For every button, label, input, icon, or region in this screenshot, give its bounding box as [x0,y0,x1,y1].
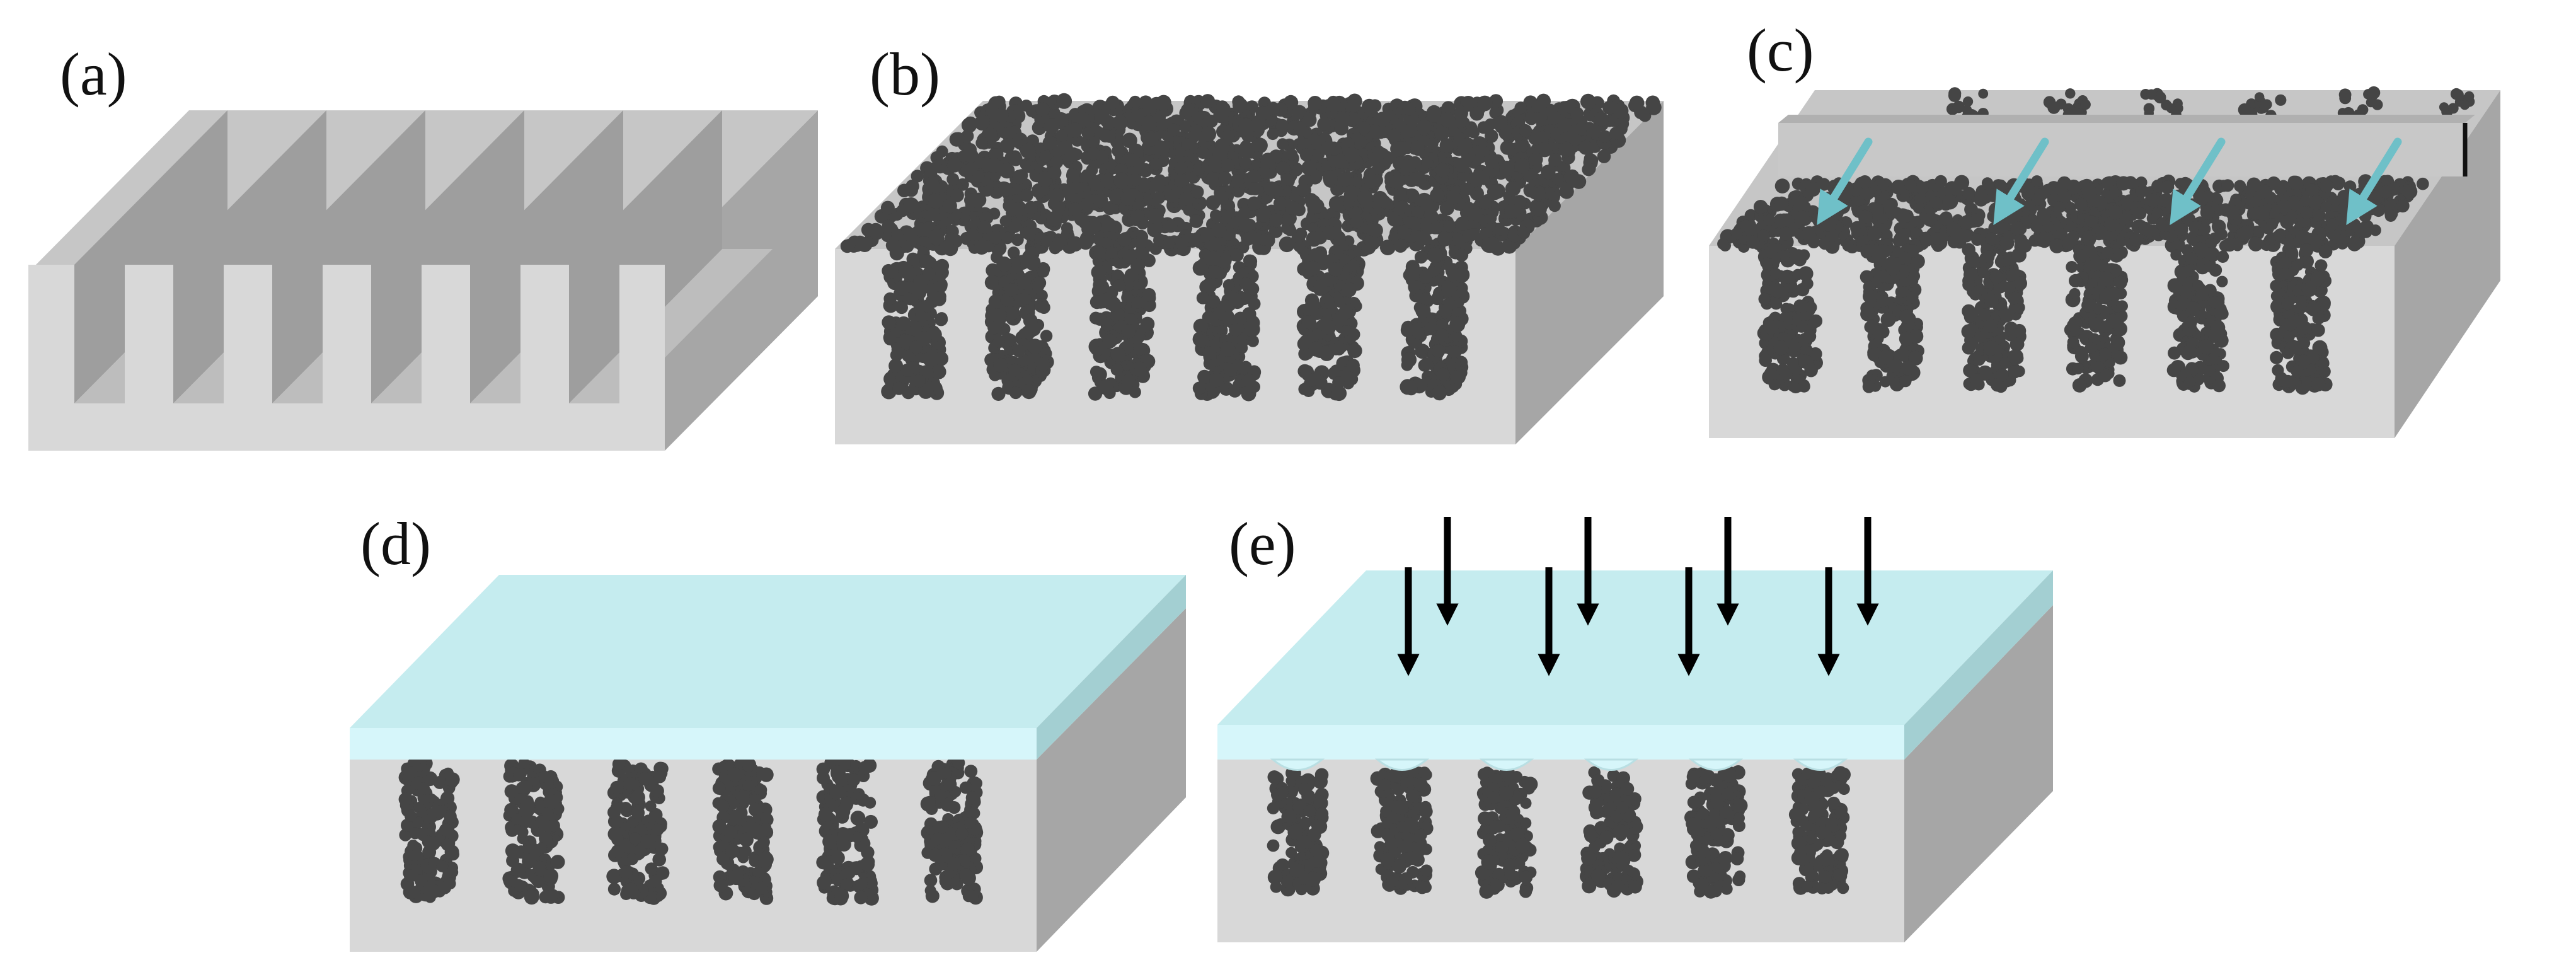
particle-layer [840,93,1662,257]
panel-b-label: (b) [870,40,940,108]
grooved-substrate [28,110,818,451]
panel-c-label: (c) [1747,16,1814,84]
diagonal-arrow-icon [2346,137,2402,226]
pressed-substrate [1217,517,2053,942]
panel-e-label: (e) [1229,510,1296,577]
particle-filled-slots [1757,241,2333,395]
filled-substrate [835,93,1664,444]
particle-filled-slots [1267,765,1851,899]
diagonal-arrow-icon [1817,137,1873,226]
scraped-substrate [1709,86,2500,438]
diagonal-arrow-icon [1993,137,2049,226]
particle-filled-slots [881,244,1470,402]
film-layer [350,575,1186,760]
panel-a-label: (a) [60,40,127,108]
panel-e-film-pressing: (e) [1217,510,2053,942]
coated-substrate [350,575,1186,952]
panel-d-label: (d) [360,510,431,577]
film-layer [1217,570,2053,760]
pressing-arrows [1397,517,1879,676]
film-indentations [1270,758,1848,771]
diagonal-arrow-icon [2170,137,2226,226]
panel-a-grooved-substrate: (a) [28,40,818,451]
panel-b-particle-deposition: (b) [835,40,1664,444]
scraper-blade [1778,115,2475,176]
panel-c-blade-scraping: (c) [1709,16,2500,438]
scrape-direction-arrows [1817,137,2402,226]
particle-filled-slots [398,756,984,906]
panel-d-film-coating: (d) [350,510,1186,952]
particle-remnants [1946,86,2475,123]
